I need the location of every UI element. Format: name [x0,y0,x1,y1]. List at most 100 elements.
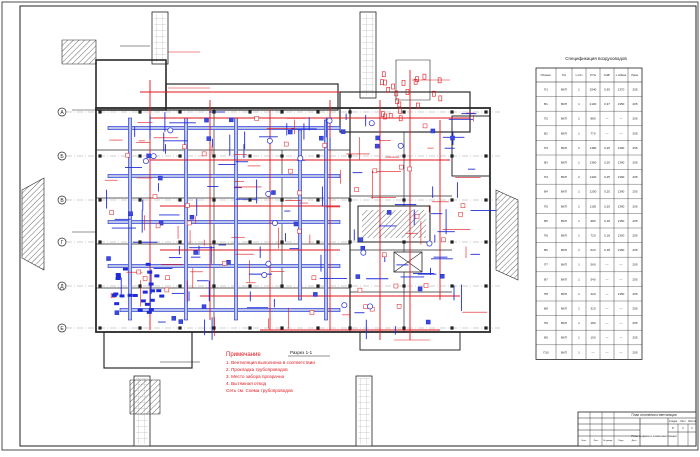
exhaust-fitting [381,71,386,78]
supply-fitting [115,275,121,279]
supply-diffuser [158,220,164,226]
exhaust-fitting [437,77,442,84]
spec-cell: 1350 [618,219,625,223]
note-line: 4. Вытяжная отвод [226,381,266,386]
spec-cell: 150 [590,336,595,340]
exhaust-fitting [432,90,436,97]
spec-cell: 1 [578,321,580,325]
spec-cell: 180 [590,321,595,325]
exhaust-fitting [416,102,420,109]
spec-cell: 1370 [618,88,625,92]
exhaust-grille [109,210,114,215]
exhaust-grille [185,203,190,208]
exhaust-fitting [383,113,387,120]
building-walls [95,59,491,369]
supply-fitting [144,302,150,306]
spec-cell: В3 [544,161,548,165]
axis-bubble [57,323,67,333]
spec-cell: 0,25 [604,175,610,179]
axis-bubble [57,237,67,247]
column [450,284,454,288]
exhaust-grille [297,228,302,234]
supply-duct [298,129,302,301]
exhaust-grille [152,194,158,199]
exhaust-grille [222,260,227,266]
exhaust-grille [396,304,402,309]
spec-cell: П10 [543,350,549,354]
supply-diffuser [171,316,177,321]
column [138,284,142,288]
supply-fitting [115,273,121,277]
spec-header-cell: Тип [562,73,567,77]
column [316,284,320,288]
spec-cell: 1 [578,234,580,238]
spec-cell: 540 [590,277,595,281]
spec-cell: 1 [578,350,580,354]
column [402,326,406,330]
spec-cell: 205 [632,307,637,311]
supply-diffuser [319,135,324,141]
spec-cell: 2540 [590,88,597,92]
column [450,110,454,114]
spec-cell: 1 [578,161,580,165]
exhaust-grille [393,283,399,289]
spec-cell: В5 [544,219,548,223]
column [316,198,320,202]
column [484,110,488,114]
spec-cell: 1350 [618,102,625,106]
supply-fitting [132,293,138,297]
supply-fitting [119,294,125,298]
column [348,284,352,288]
supply-diffuser [189,215,195,220]
supply-fitting [147,270,153,274]
exhaust-grille [372,168,378,174]
supply-fitting [115,277,121,281]
spec-cell: В6 [544,248,548,252]
spec-cell: 310 [590,307,595,311]
supply-duct [324,119,328,321]
spec-cell: 205 [632,336,637,340]
scale-label: Разрез 1-1 [290,350,313,355]
supply-duct [107,126,341,130]
spec-cell: 1480 [590,146,597,150]
spec-cell: П3 [544,146,548,150]
spec-cell: 205 [632,190,637,194]
supply-diffuser [271,190,276,195]
stamp-sheet-label: Лист [680,420,686,423]
bottom-structures [133,375,373,447]
stamp-column-label: Дата [632,440,638,442]
supply-fitting [122,267,128,271]
column [248,284,252,288]
spec-cell: — [620,277,623,281]
fan-unit [297,155,304,162]
column [402,284,406,288]
spec-cell: 205 [632,102,637,106]
spec-cell: 2 [578,117,580,121]
supply-diffuser [440,274,445,279]
spec-cell: — [606,321,609,325]
axis-bubble [57,151,67,161]
spec-cell: — [620,336,623,340]
spec-cell: 2 [578,204,580,208]
spec-cell: — [620,131,623,135]
fan-unit [150,153,157,160]
column [138,110,142,114]
spec-cell: 205 [632,234,637,238]
exhaust-grille [165,275,170,280]
supply-fitting [159,294,165,298]
spec-cell: В8 [544,307,548,311]
spec-cell: ВКП [561,175,567,179]
fan-unit [426,240,433,247]
spec-cell: 1 [578,131,580,135]
spec-cell: ВКП [561,277,567,281]
exhaust-fitting [422,73,427,80]
spec-cell: 205 [632,161,637,165]
spec-cell: В4 [544,190,548,194]
supply-diffuser [193,250,198,255]
spec-cell: — [620,350,623,354]
spec-cell: — [606,117,609,121]
spec-cell: ВКП [561,146,567,150]
column [212,198,216,202]
supply-fitting [127,293,133,297]
column [316,110,320,114]
